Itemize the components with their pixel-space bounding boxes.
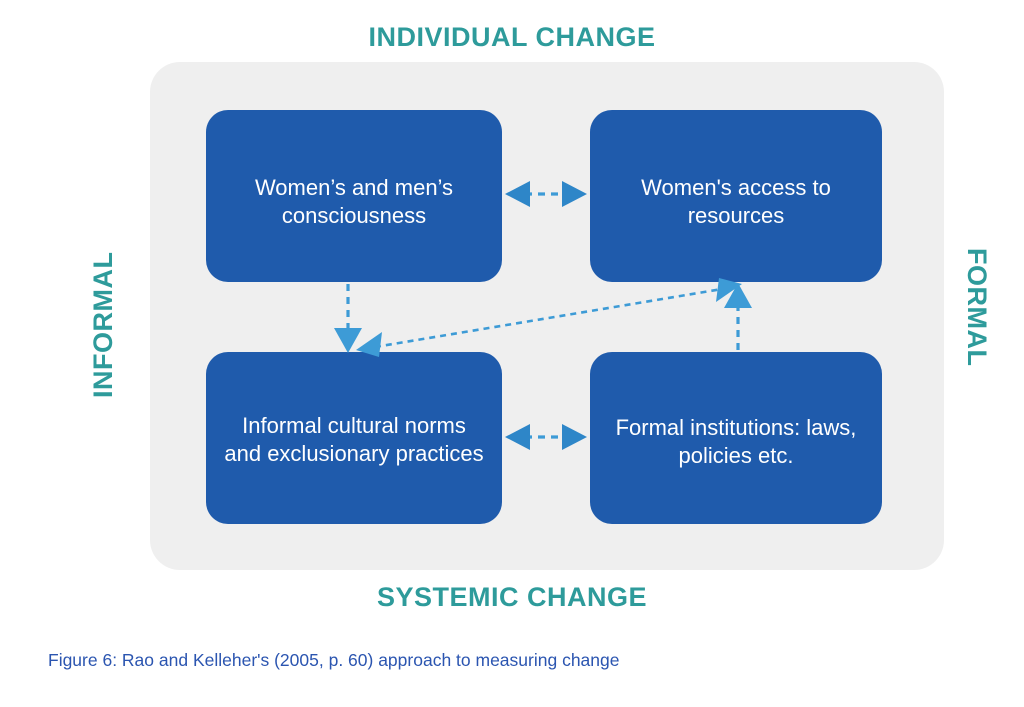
node-label: Informal cultural norms and exclusionary…: [224, 412, 484, 466]
node-label: Women's access to resources: [641, 174, 831, 228]
axis-label-formal: FORMAL: [962, 248, 992, 367]
node-label: Women’s and men’s consciousness: [254, 174, 454, 228]
node-label: Formal institutions: laws, policies etc.: [615, 414, 857, 468]
node-formal-institutions: Formal institutions: laws, policies etc.: [590, 352, 882, 524]
node-womens-access-to-resources: Women's access to resources: [590, 110, 882, 282]
axis-label-systemic-change: SYSTEMIC CHANGE: [376, 582, 648, 612]
axis-label-individual-change: INDIVIDUAL CHANGE: [368, 22, 656, 52]
node-informal-cultural-norms: Informal cultural norms and exclusionary…: [206, 352, 502, 524]
figure-caption: Figure 6: Rao and Kelleher's (2005, p. 6…: [48, 650, 620, 670]
node-womens-and-mens-consciousness: Women’s and men’s consciousness: [206, 110, 502, 282]
axis-label-informal: INFORMAL: [88, 251, 118, 398]
